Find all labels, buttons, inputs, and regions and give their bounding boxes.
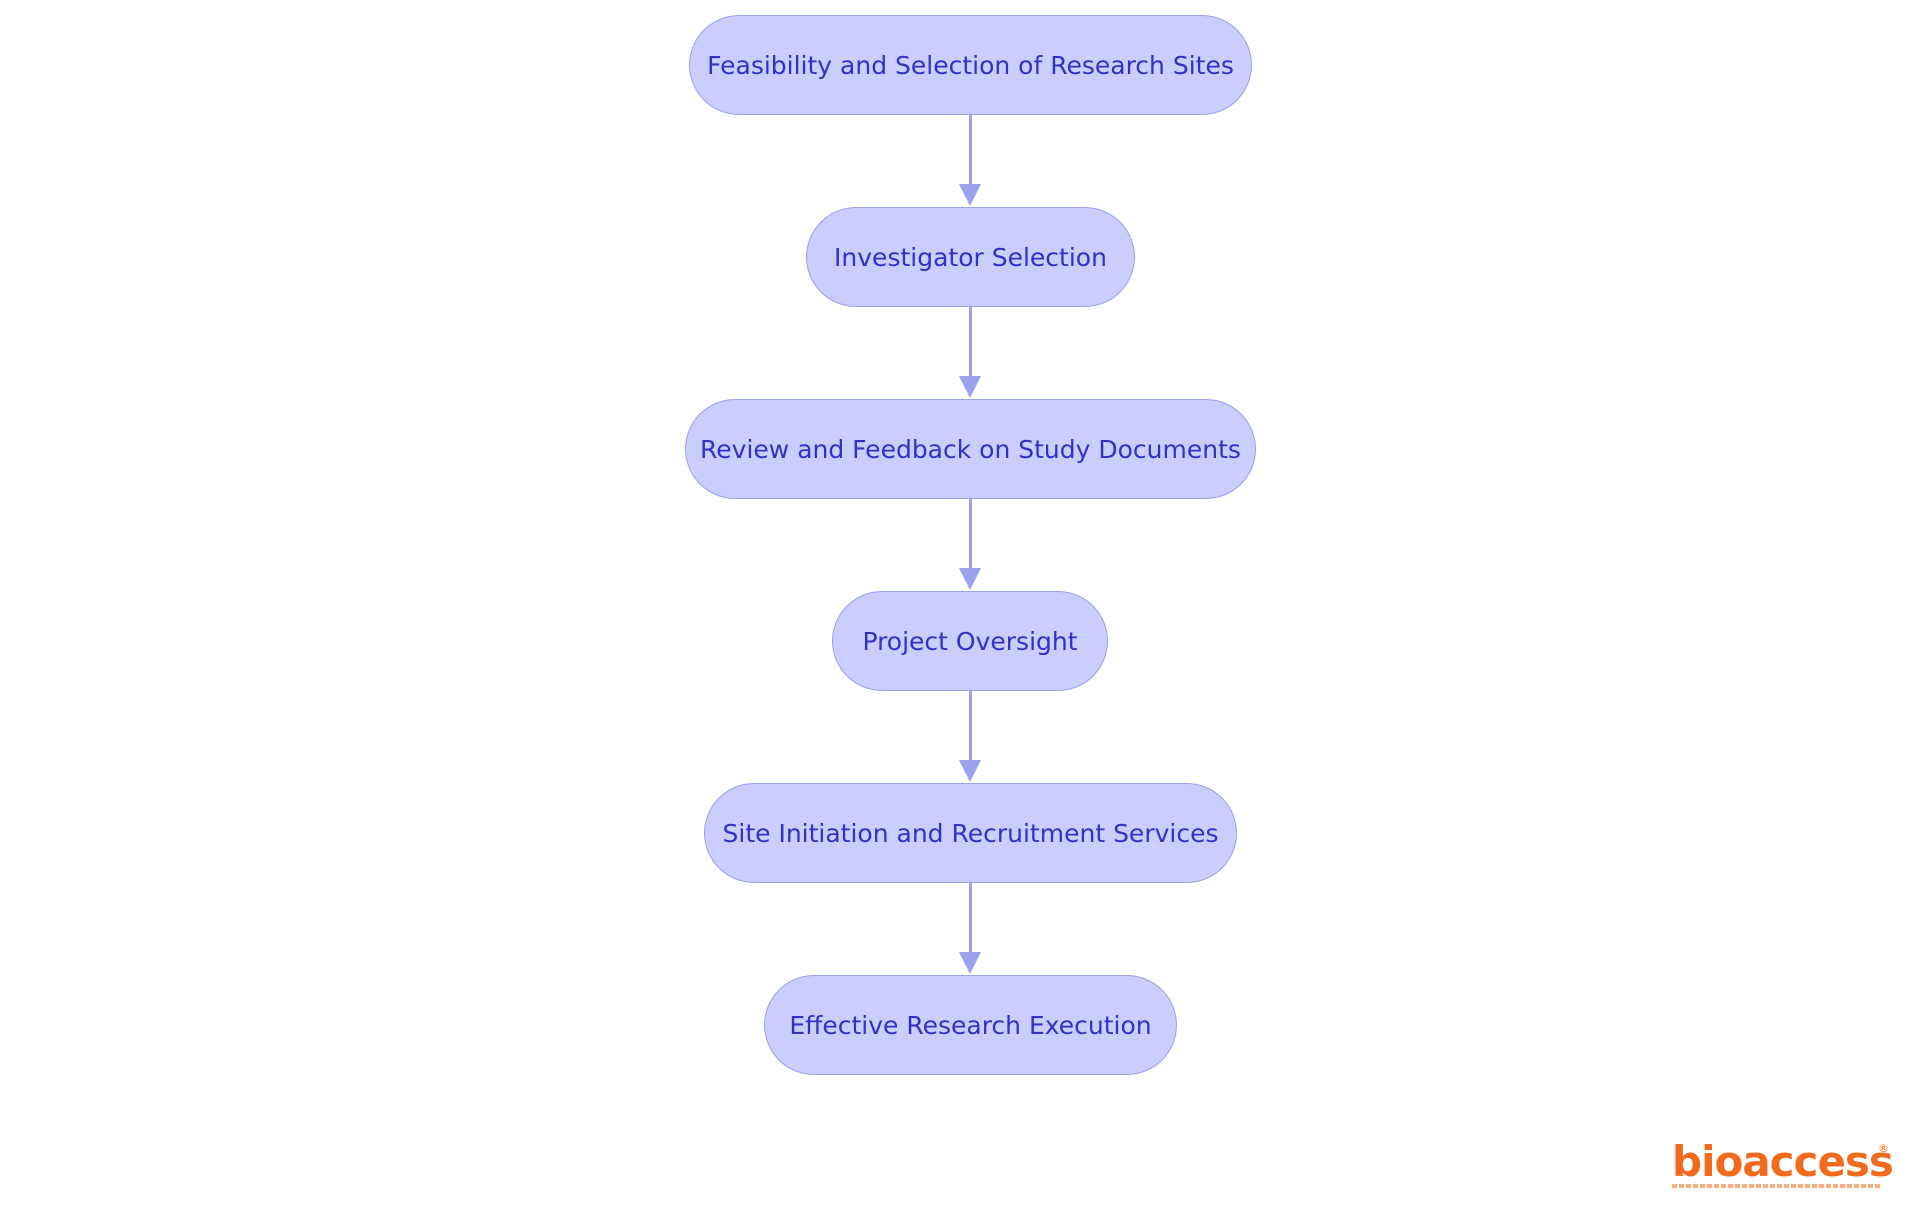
arrow-head-icon	[959, 952, 981, 974]
arrow-head-icon	[959, 184, 981, 206]
edge-1-to-2	[969, 115, 972, 190]
logo-wordmark: bioaccess	[1672, 1137, 1894, 1186]
arrow-head-icon	[959, 568, 981, 590]
edge-2-to-3	[969, 307, 972, 382]
edge-4-to-5	[969, 691, 972, 766]
node-review-feedback: Review and Feedback on Study Documents	[685, 399, 1256, 499]
node-label: Feasibility and Selection of Research Si…	[707, 50, 1234, 80]
logo-tagline-graphic	[1672, 1184, 1882, 1188]
node-effective-research-execution: Effective Research Execution	[764, 975, 1177, 1075]
node-site-initiation-recruitment: Site Initiation and Recruitment Services	[704, 783, 1237, 883]
arrow-head-icon	[959, 760, 981, 782]
bioaccess-logo: bioaccess ®	[1660, 1140, 1900, 1190]
node-label: Site Initiation and Recruitment Services	[722, 818, 1219, 848]
node-label: Investigator Selection	[834, 242, 1107, 272]
node-label: Project Oversight	[862, 626, 1078, 656]
node-project-oversight: Project Oversight	[832, 591, 1108, 691]
edge-5-to-6	[969, 883, 972, 958]
node-label: Effective Research Execution	[789, 1010, 1152, 1040]
arrow-head-icon	[959, 376, 981, 398]
node-investigator-selection: Investigator Selection	[806, 207, 1135, 307]
registered-mark-icon: ®	[1878, 1142, 1889, 1155]
node-feasibility-site-selection: Feasibility and Selection of Research Si…	[689, 15, 1252, 115]
edge-3-to-4	[969, 499, 972, 574]
node-label: Review and Feedback on Study Documents	[700, 434, 1241, 464]
